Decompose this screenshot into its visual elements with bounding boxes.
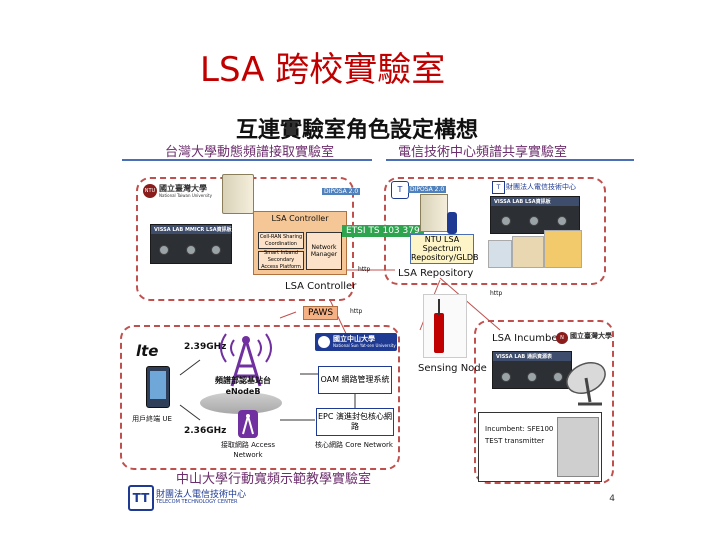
ttc-mark-icon: TT xyxy=(128,485,154,511)
knob-icon xyxy=(529,216,539,226)
nsysu-lab-region xyxy=(120,325,400,470)
knob-icon xyxy=(501,372,511,382)
sensor-device-icon xyxy=(434,313,444,353)
lsa-repository-label: LSA Repository xyxy=(398,268,474,279)
diagram-subtitle: 互連實驗室角色設定構想 xyxy=(236,118,479,143)
header-divider-right xyxy=(386,159,634,161)
knob-icon xyxy=(501,216,511,226)
ttc-logo-footer: TT 財團法人電信技術中心 TELECOM TECHNOLOGY CENTER xyxy=(128,485,278,511)
oam-box: OAM 網路管理系統 xyxy=(318,366,392,394)
knob-icon xyxy=(553,372,563,382)
knob-icon xyxy=(186,245,196,255)
phone-icon xyxy=(146,366,170,408)
sensing-node-label: Sensing Node xyxy=(418,363,487,374)
incumbent-link-line xyxy=(439,277,501,331)
page-number: 4 xyxy=(609,494,615,504)
satellite-dish-icon xyxy=(566,362,606,406)
sensing-node-image xyxy=(423,294,467,358)
lsa-controller-header: LSA Controller xyxy=(271,214,329,223)
lsa-controller-label: LSA Controller xyxy=(285,281,357,292)
http-label-2: http xyxy=(490,290,503,297)
ttc-device-label-a: VISSA LAB xyxy=(494,199,524,205)
etsi-link-label: ETSI TS 103 379 xyxy=(342,225,424,237)
knob-icon xyxy=(211,245,221,255)
knob-icon xyxy=(557,216,567,226)
ttc-device-label-b: LSA資訊板 xyxy=(524,199,551,205)
nsysu-seal-icon xyxy=(318,336,330,348)
network-manager-box: Network Manager xyxy=(306,232,342,270)
lab-label-nsysu: 中山大學行動寬頻示範教學實驗室 xyxy=(176,472,372,487)
lsa-controller-panel: LSA Controller Cell-RAN Sharing Coordina… xyxy=(253,211,347,275)
inc-device-label-a: VISSA LAB xyxy=(496,354,526,360)
enodeb-label: 頻譜部認基站台 eNodeB xyxy=(215,376,271,396)
incumbent-box-text: Incumbent: SFE100 TEST transmitter xyxy=(485,425,554,445)
lsa-incumbent-label: LSA Incumbent xyxy=(492,333,568,344)
http-label-1: http xyxy=(358,266,371,273)
paws-label: PAWS xyxy=(303,306,339,320)
cell-tower-icon xyxy=(220,333,272,387)
ttc-logo-top: T 財團法人電信技術中心 xyxy=(492,181,582,194)
database-icon xyxy=(447,212,457,234)
server-icon xyxy=(420,194,448,232)
epc-box: EPC 演進封包核心網路 xyxy=(316,408,394,436)
transmitter-photo xyxy=(557,417,599,477)
ttc-footer-text: 財團法人電信技術中心 xyxy=(156,490,247,500)
map-image xyxy=(512,236,544,268)
incumbent-region xyxy=(474,320,614,484)
repository-box: NTU LSA Spectrum Repository/GLDB xyxy=(410,234,479,264)
knob-icon xyxy=(527,372,537,382)
ntu-device: VISSA LAB MMICR LSA資訊板 xyxy=(150,224,232,264)
antenna-icon xyxy=(438,299,440,315)
ntu-logo-en: National Taiwan University xyxy=(159,193,212,198)
http-label-3: http xyxy=(350,308,363,315)
nsysu-logo-text: 國立中山大學 xyxy=(333,335,375,343)
nsysu-logo-en: National Sun Yat-sen University xyxy=(333,343,396,348)
controller-cell-2: Smart Inband Secondary Access Platform xyxy=(258,250,304,270)
controller-server-tag: DIPOSA 2.0 xyxy=(322,188,361,195)
screenshot-image xyxy=(488,240,512,268)
lab-label-ntu: 台灣大學動態頻譜接取實驗室 xyxy=(165,145,335,160)
ntu-logo-text: 國立臺灣大學 xyxy=(159,184,207,193)
ttc-device: VISSA LAB LSA資訊板 xyxy=(490,196,580,234)
nsysu-logo: 國立中山大學 National Sun Yat-sen University xyxy=(315,333,397,351)
header-divider-left xyxy=(122,159,372,161)
ntu-device-label-b: MMICR LSA資訊板 xyxy=(184,227,232,233)
lte-logo: lte xyxy=(136,342,159,360)
cloud-platform-icon xyxy=(200,392,282,414)
controller-cell-1: Cell-RAN Sharing Coordination xyxy=(258,232,304,249)
ntu-device-label-a: VISSA LAB xyxy=(154,227,184,233)
ntu-seal-icon: N xyxy=(556,332,568,344)
ntu-logo-incumbent: N 國立臺灣大學 xyxy=(556,330,616,348)
access-network-icon xyxy=(238,410,258,438)
core-network-label: 核心網路 Core Network xyxy=(315,441,393,449)
access-network-label: 接取網路 Access Network xyxy=(220,441,276,459)
ttc-logo-top-text: 財團法人電信技術中心 xyxy=(506,183,576,191)
band-label-239: 2.39GHz xyxy=(184,342,227,352)
knob-icon xyxy=(159,245,169,255)
inc-device-label-b: 通訊資源表 xyxy=(526,354,552,360)
ue-label: 用戶終端 UE xyxy=(132,415,172,423)
incumbent-info-box: Incumbent: SFE100 TEST transmitter xyxy=(478,412,602,482)
slide-title: LSA 跨校實驗室 xyxy=(200,50,446,90)
ntu-seal-icon: NTU xyxy=(143,184,157,198)
ttc-logo-small-icon: T xyxy=(391,181,409,199)
ttc-footer-en: TELECOM TECHNOLOGY CENTER xyxy=(156,499,238,505)
band-label-236: 2.36GHz xyxy=(184,426,227,436)
ntu-logo-text-2: 國立臺灣大學 xyxy=(570,332,612,340)
ttc-mark-icon: T xyxy=(492,181,505,194)
lab-label-ttc: 電信技術中心頻譜共享實驗室 xyxy=(398,145,568,160)
repository-server-tag: DIPOSA 2.0 xyxy=(408,186,447,193)
incumbent-device: VISSA LAB 通訊資源表 xyxy=(492,351,572,389)
map-image xyxy=(544,230,582,268)
server-icon xyxy=(222,174,254,214)
ntu-logo: NTU 國立臺灣大學 National Taiwan University xyxy=(143,183,212,201)
